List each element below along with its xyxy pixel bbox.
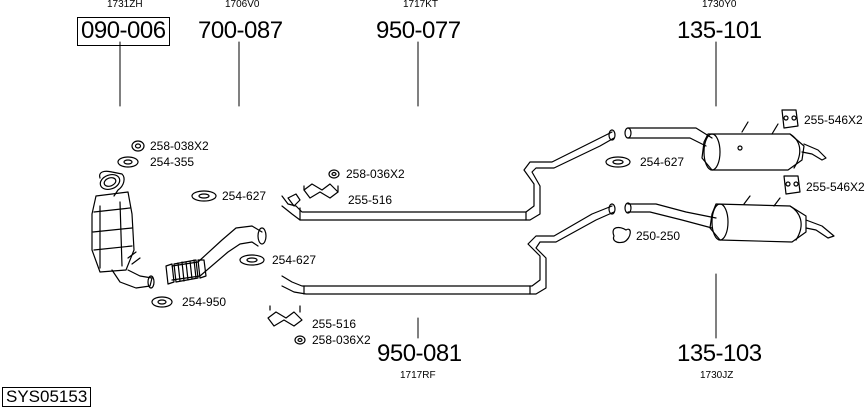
hardware-label-254-950[interactable]: 254-950 [182,295,227,309]
part-number-950-081[interactable]: 950-081 [377,340,462,367]
hardware-label-255-516-lower[interactable]: 255-516 [312,317,357,331]
hardware-label-258-038x2[interactable]: 258-038X2 [150,139,209,153]
assembly-code-3: 1717KT [403,0,439,10]
assembly-code-2: 1706V0 [225,0,260,10]
hardware-label-255-546x2-lower[interactable]: 255-546X2 [806,180,865,194]
assembly-code-4: 1730Y0 [702,0,737,10]
hardware-label-250-250[interactable]: 250-250 [636,229,681,243]
hardware-label-254-627-right[interactable]: 254-627 [640,155,685,169]
catalytic-converter[interactable] [91,170,155,289]
hardware-label-258-036x2-upper[interactable]: 258-036X2 [346,167,405,181]
hardware-label-255-516-upper[interactable]: 255-516 [348,193,393,207]
sheet-id-label: SYS05153 [2,387,92,407]
hardware-label-254-627-left[interactable]: 254-627 [222,189,267,203]
part-number-135-103[interactable]: 135-103 [677,340,762,367]
part-number-090-006[interactable]: 090-006 [77,17,170,46]
middle-pipe-lower[interactable] [281,203,616,295]
assembly-code-5: 1717RF [400,370,436,381]
part-number-700-087[interactable]: 700-087 [198,17,283,44]
hardware-label-255-546x2-upper[interactable]: 255-546X2 [804,113,863,127]
part-number-135-101[interactable]: 135-101 [677,17,762,44]
part-number-950-077[interactable]: 950-077 [376,17,461,44]
hardware-label-254-355[interactable]: 254-355 [150,155,195,169]
hardware-label-258-036x2-lower[interactable]: 258-036X2 [312,333,371,347]
hardware-label-254-627-mid[interactable]: 254-627 [272,253,317,267]
assembly-code-6: 1730JZ [700,370,734,381]
rear-silencer-lower[interactable] [624,195,835,243]
rear-silencer-upper[interactable] [624,121,827,171]
hardware [117,109,801,345]
leader-lines [119,41,717,339]
flex-pipe[interactable] [165,225,267,285]
assembly-code-1: 1731ZH [107,0,143,10]
middle-pipe-upper[interactable] [281,129,616,221]
